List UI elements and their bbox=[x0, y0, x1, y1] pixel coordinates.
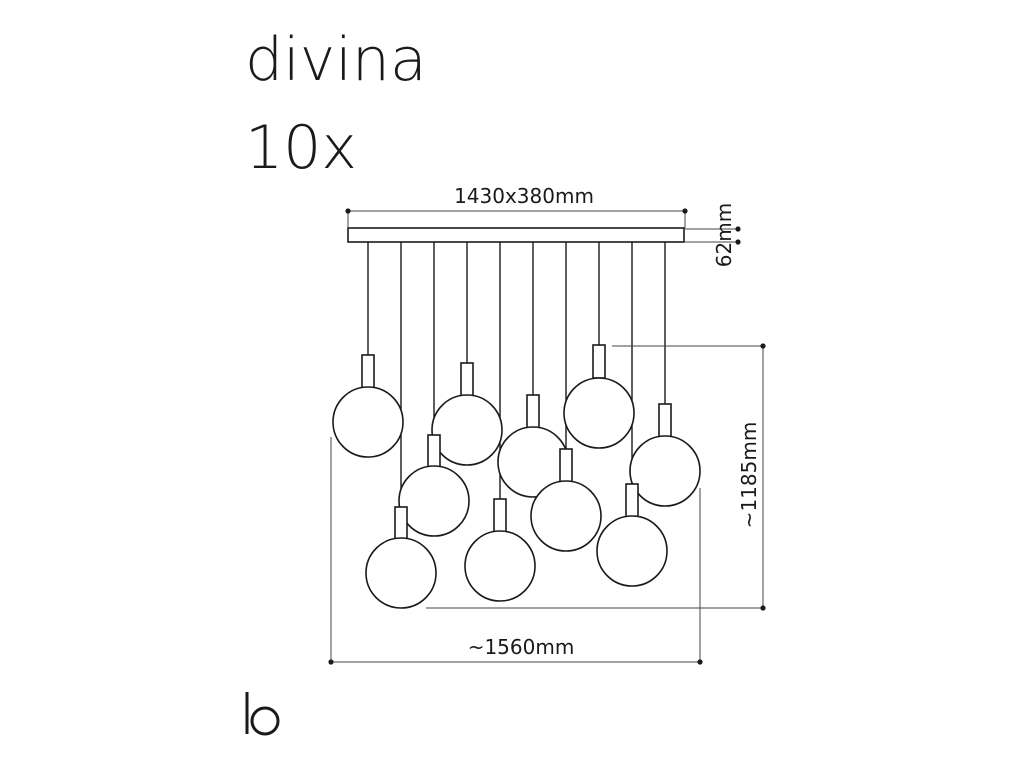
pendant bbox=[332, 354, 404, 458]
globe bbox=[332, 386, 404, 458]
socket bbox=[427, 434, 441, 469]
pendant bbox=[497, 394, 569, 498]
b-logo-icon bbox=[245, 692, 280, 736]
pendant bbox=[365, 506, 437, 609]
pendant bbox=[431, 362, 503, 466]
globe bbox=[365, 537, 437, 609]
socket bbox=[460, 362, 474, 397]
pendant bbox=[530, 448, 602, 552]
socket bbox=[559, 448, 573, 483]
canopy bbox=[347, 227, 685, 243]
globe bbox=[596, 515, 668, 587]
socket bbox=[394, 506, 408, 541]
drop-height-label: ~1185mm bbox=[737, 422, 761, 529]
globe bbox=[431, 394, 503, 466]
pendant bbox=[464, 498, 536, 602]
globe bbox=[530, 480, 602, 552]
pendant bbox=[563, 344, 635, 449]
globe bbox=[563, 377, 635, 449]
product-name: divina bbox=[245, 25, 427, 95]
globe bbox=[398, 465, 470, 537]
socket bbox=[592, 344, 606, 379]
total-width-label: ~1560mm bbox=[468, 635, 575, 659]
socket bbox=[526, 394, 540, 429]
globe bbox=[464, 530, 536, 602]
pendant bbox=[398, 434, 470, 537]
socket bbox=[493, 498, 507, 533]
canopy-height-label: 62mm bbox=[712, 203, 736, 267]
pendant bbox=[596, 483, 668, 587]
canopy-size-label: 1430x380mm bbox=[454, 184, 594, 208]
pendant bbox=[629, 403, 701, 507]
globe bbox=[629, 435, 701, 507]
socket bbox=[658, 403, 672, 438]
product-count: 10x bbox=[245, 113, 357, 183]
socket bbox=[625, 483, 639, 518]
socket bbox=[361, 354, 375, 389]
pendants bbox=[332, 344, 701, 609]
